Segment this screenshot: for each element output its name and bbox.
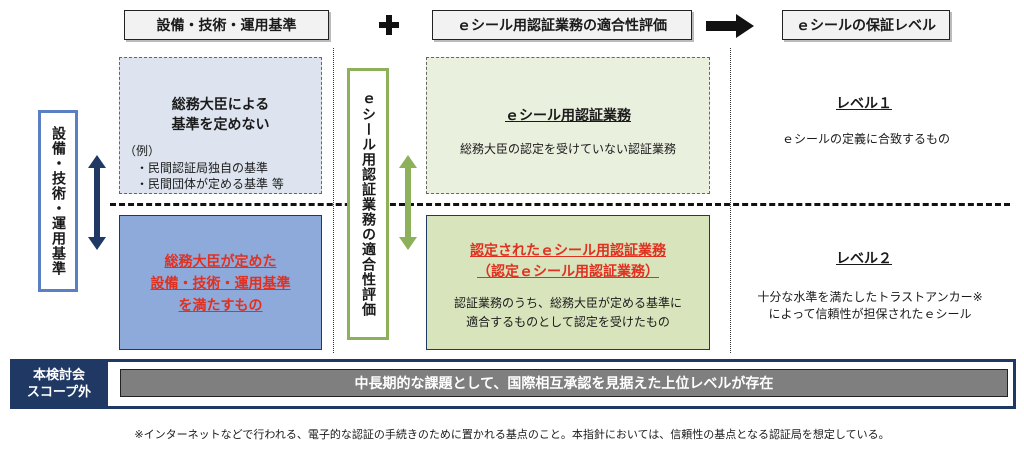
divider-left [333, 48, 334, 353]
level2-label: レベル２ [836, 251, 892, 267]
level-divider [110, 203, 1010, 206]
minister-standard-line-3: を満たすもの [178, 297, 263, 314]
navy-double-arrow-icon [88, 155, 106, 250]
level1-label: レベル１ [836, 96, 892, 112]
accredited-title-2: （認定ｅシール用認証業務） [477, 264, 659, 280]
out-of-scope-label-1: 本検討会 [32, 368, 85, 383]
higher-level-banner-text: 中長期的な課題として、国際相互承認を見据えた上位レベルが存在 [354, 376, 774, 392]
minister-standard-line-2: 設備・技術・運用基準 [150, 275, 291, 292]
accredited-desc-1: 認証業務のうち、総務大臣が定める基準に [453, 296, 682, 310]
arrow-right-icon [706, 14, 754, 38]
standards-side-label-text: 設備・技術・運用基準 [50, 126, 66, 276]
plus-icon [378, 14, 400, 36]
conformity-side-label-text: ｅシール用認証業務の適合性評価 [360, 91, 376, 317]
higher-level-banner: 中長期的な課題として、国際相互承認を見据えた上位レベルが存在 [120, 369, 1008, 397]
accredited-title-1: 認定されたｅシール用認証業務 [470, 243, 666, 259]
accredited-desc-2: 適合するものとして認定を受けたもの [466, 315, 670, 329]
level1-desc: ｅシールの定義に合致するもの [781, 132, 950, 146]
out-of-scope-label-2: スコープ外 [26, 385, 92, 400]
trust-anchor-footnote: ※インターネットなどで行われる、電子的な認証の手続きのために置かれる基点のこと。… [134, 428, 890, 441]
header-assurance-level: ｅシールの保証レベル [782, 10, 950, 40]
example-item-2: ・民間団体が定める基準 等 [136, 177, 284, 191]
minister-standard-line-1: 総務大臣が定めた [164, 253, 277, 270]
minister-standard-box: 総務大臣が定めた 設備・技術・運用基準 を満たすもの [119, 215, 322, 350]
header-standards: 設備・技術・運用基準 [124, 10, 329, 40]
no-standard-title-2: 基準を定めない [171, 117, 270, 133]
unaccredited-title: ｅシール用認証業務 [505, 108, 631, 124]
no-standard-title-1: 総務大臣による [171, 97, 270, 113]
green-double-arrow-icon [399, 155, 417, 250]
accredited-service-box: 認定されたｅシール用認証業務 （認定ｅシール用認証業務） 認証業務のうち、総務大… [426, 215, 710, 350]
conformity-side-label: ｅシール用認証業務の適合性評価 [347, 68, 389, 340]
example-item-1: ・民間認証局独自の基準 [136, 161, 269, 175]
unaccredited-service-box: ｅシール用認証業務 総務大臣の認定を受けていない認証業務 [426, 57, 710, 194]
example-heading: （例） [124, 144, 161, 158]
unaccredited-desc: 総務大臣の認定を受けていない認証業務 [459, 142, 676, 156]
level2-desc-1: 十分な水準を満たしたトラストアンカー※ [757, 290, 983, 304]
header-conformity-assessment: ｅシール用認証業務の適合性評価 [432, 10, 692, 40]
out-of-scope-label: 本検討会 スコープ外 [10, 359, 108, 409]
divider-right [730, 48, 731, 353]
level2-desc-2: によって信頼性が担保されたｅシール [768, 307, 972, 321]
no-minister-standard-box: 総務大臣による 基準を定めない （例） ・民間認証局独自の基準 ・民間団体が定め… [119, 57, 322, 194]
standards-side-label: 設備・技術・運用基準 [38, 110, 78, 292]
